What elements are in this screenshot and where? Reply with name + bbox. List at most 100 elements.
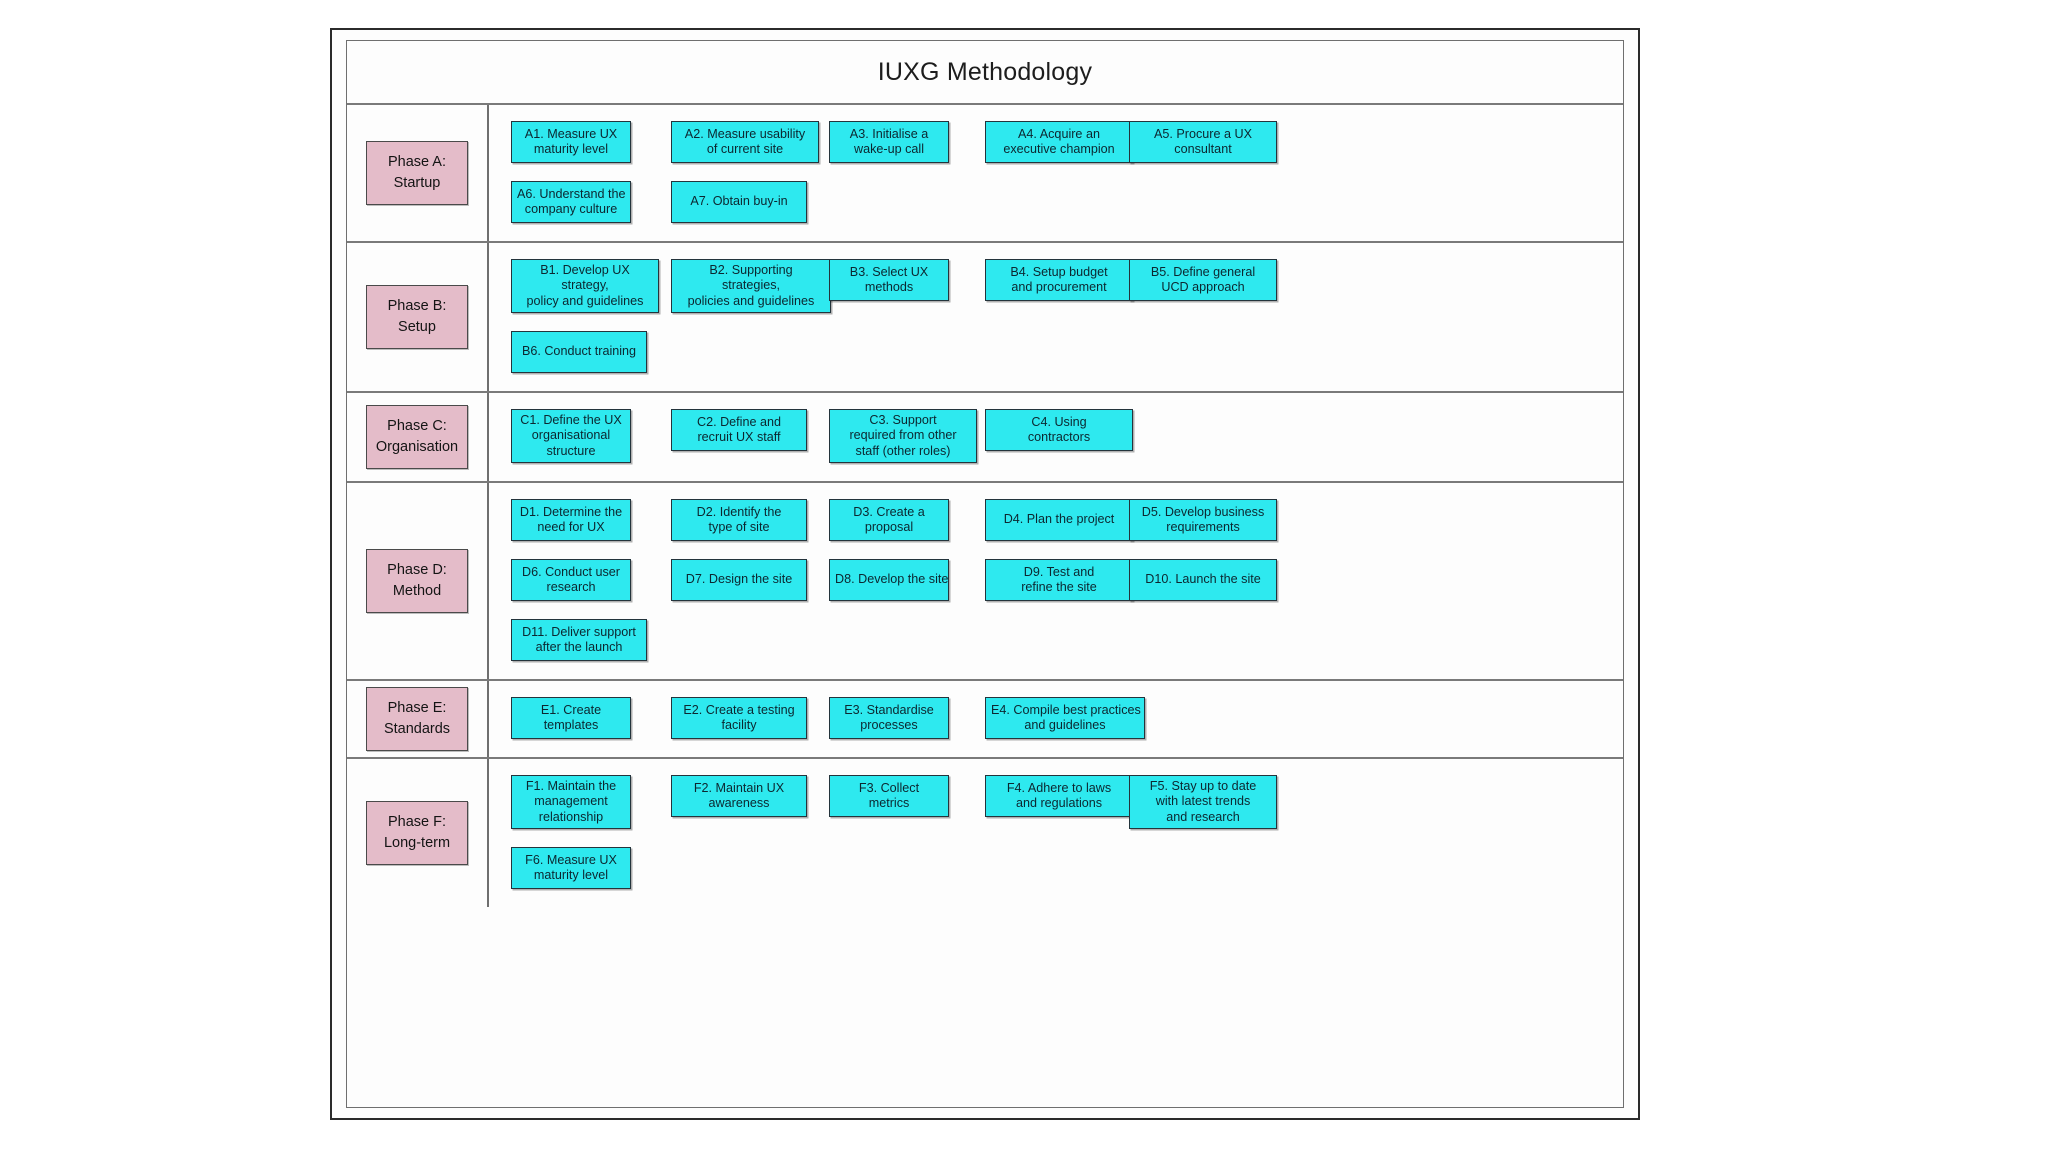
task-box-text: D8. Develop the site <box>835 572 948 587</box>
phase-chip-c[interactable]: Phase C:Organisation <box>366 404 468 470</box>
phase-chip-a[interactable]: Phase A:Startup <box>366 140 468 206</box>
task-box-line: wake-up call <box>854 142 924 156</box>
task-box-line: E4. Compile best practices <box>991 702 1141 717</box>
task-line: B6. Conduct training <box>511 331 1609 377</box>
task-box-line: F6. Measure UX <box>525 852 617 867</box>
task-box-line: D4. Plan the project <box>1003 512 1115 527</box>
task-box-b6[interactable]: B6. Conduct training <box>511 331 647 373</box>
task-box-a7[interactable]: A7. Obtain buy-in <box>671 181 807 223</box>
phase-chip-line: Organisation <box>375 439 459 455</box>
task-box-line: staff (other roles) <box>855 443 951 458</box>
task-box-line: B3. Select UX <box>849 264 929 279</box>
phase-chip-line: Standards <box>383 721 451 737</box>
task-box-line: C1. Define the UX <box>520 412 622 427</box>
task-box-d10[interactable]: D10. Launch the site <box>1129 559 1277 601</box>
phase-label-cell-e: Phase E:Standards <box>347 681 489 757</box>
phase-chip-e[interactable]: Phase E:Standards <box>366 686 468 752</box>
phase-chip-line: Method <box>392 583 442 599</box>
phase-chip-d[interactable]: Phase D:Method <box>366 548 468 614</box>
task-box-line: and regulations <box>1015 796 1103 810</box>
task-box-line: requirements <box>1166 520 1240 534</box>
phase-chip-b[interactable]: Phase B:Setup <box>366 284 468 350</box>
task-box-line: C3. Support <box>869 412 937 427</box>
phase-label-cell-a: Phase A:Startup <box>347 105 489 241</box>
task-box-line: of current site <box>706 142 784 156</box>
task-box-line: A6. Understand the <box>517 186 626 201</box>
task-box-line: strategies, <box>721 278 781 293</box>
task-box-line: B6. Conduct training <box>521 344 637 359</box>
task-box-line: facility <box>721 718 757 732</box>
task-box-line: organisational <box>531 428 611 443</box>
phase-chip-f[interactable]: Phase F:Long-term <box>366 800 468 866</box>
task-box-line: B4. Setup budget <box>1010 264 1108 279</box>
task-box-line: F3. Collect <box>858 780 920 795</box>
title-row: IUXG Methodology <box>347 41 1623 105</box>
task-box-line: F2. Maintain UX <box>693 780 785 795</box>
phase-chip-line: Long-term <box>383 835 451 851</box>
task-box-d7[interactable]: D7. Design the site <box>671 559 807 601</box>
task-box-line: A1. Measure UX <box>524 126 618 141</box>
task-box-d4[interactable]: D4. Plan the project <box>985 499 1133 541</box>
task-box-d8[interactable]: D8. Develop the site <box>829 559 949 601</box>
task-box-line: relationship <box>538 809 604 824</box>
phase-label-cell-f: Phase F:Long-term <box>347 759 489 907</box>
task-box-line: templates <box>543 718 599 732</box>
task-box-line: D2. Identify the <box>696 504 782 519</box>
task-box-line: E3. Standardise <box>844 702 934 717</box>
